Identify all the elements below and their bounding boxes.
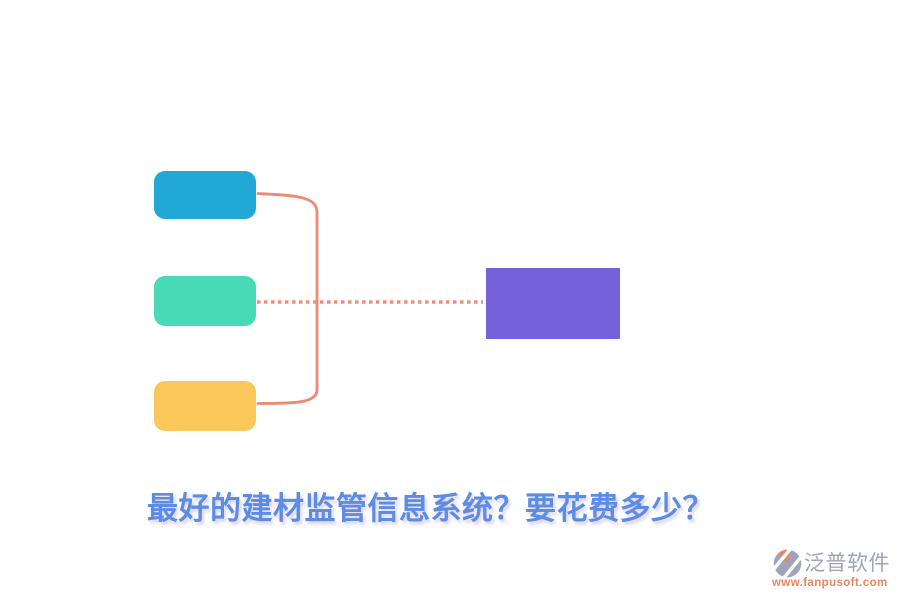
brand-watermark: 泛普软件 www.fanpusoft.com (772, 547, 892, 589)
node-middle (154, 276, 256, 326)
bracket-connector (256, 192, 319, 405)
node-bottom (154, 381, 256, 431)
brand-name: 泛普软件 (804, 551, 890, 575)
node-target (486, 268, 620, 339)
page-title: 最好的建材监管信息系统？要花费多少？ (147, 491, 714, 526)
brand-logo-icon (772, 547, 803, 580)
node-top (154, 171, 256, 219)
brand-url: www.fanpusoft.com (772, 577, 888, 589)
